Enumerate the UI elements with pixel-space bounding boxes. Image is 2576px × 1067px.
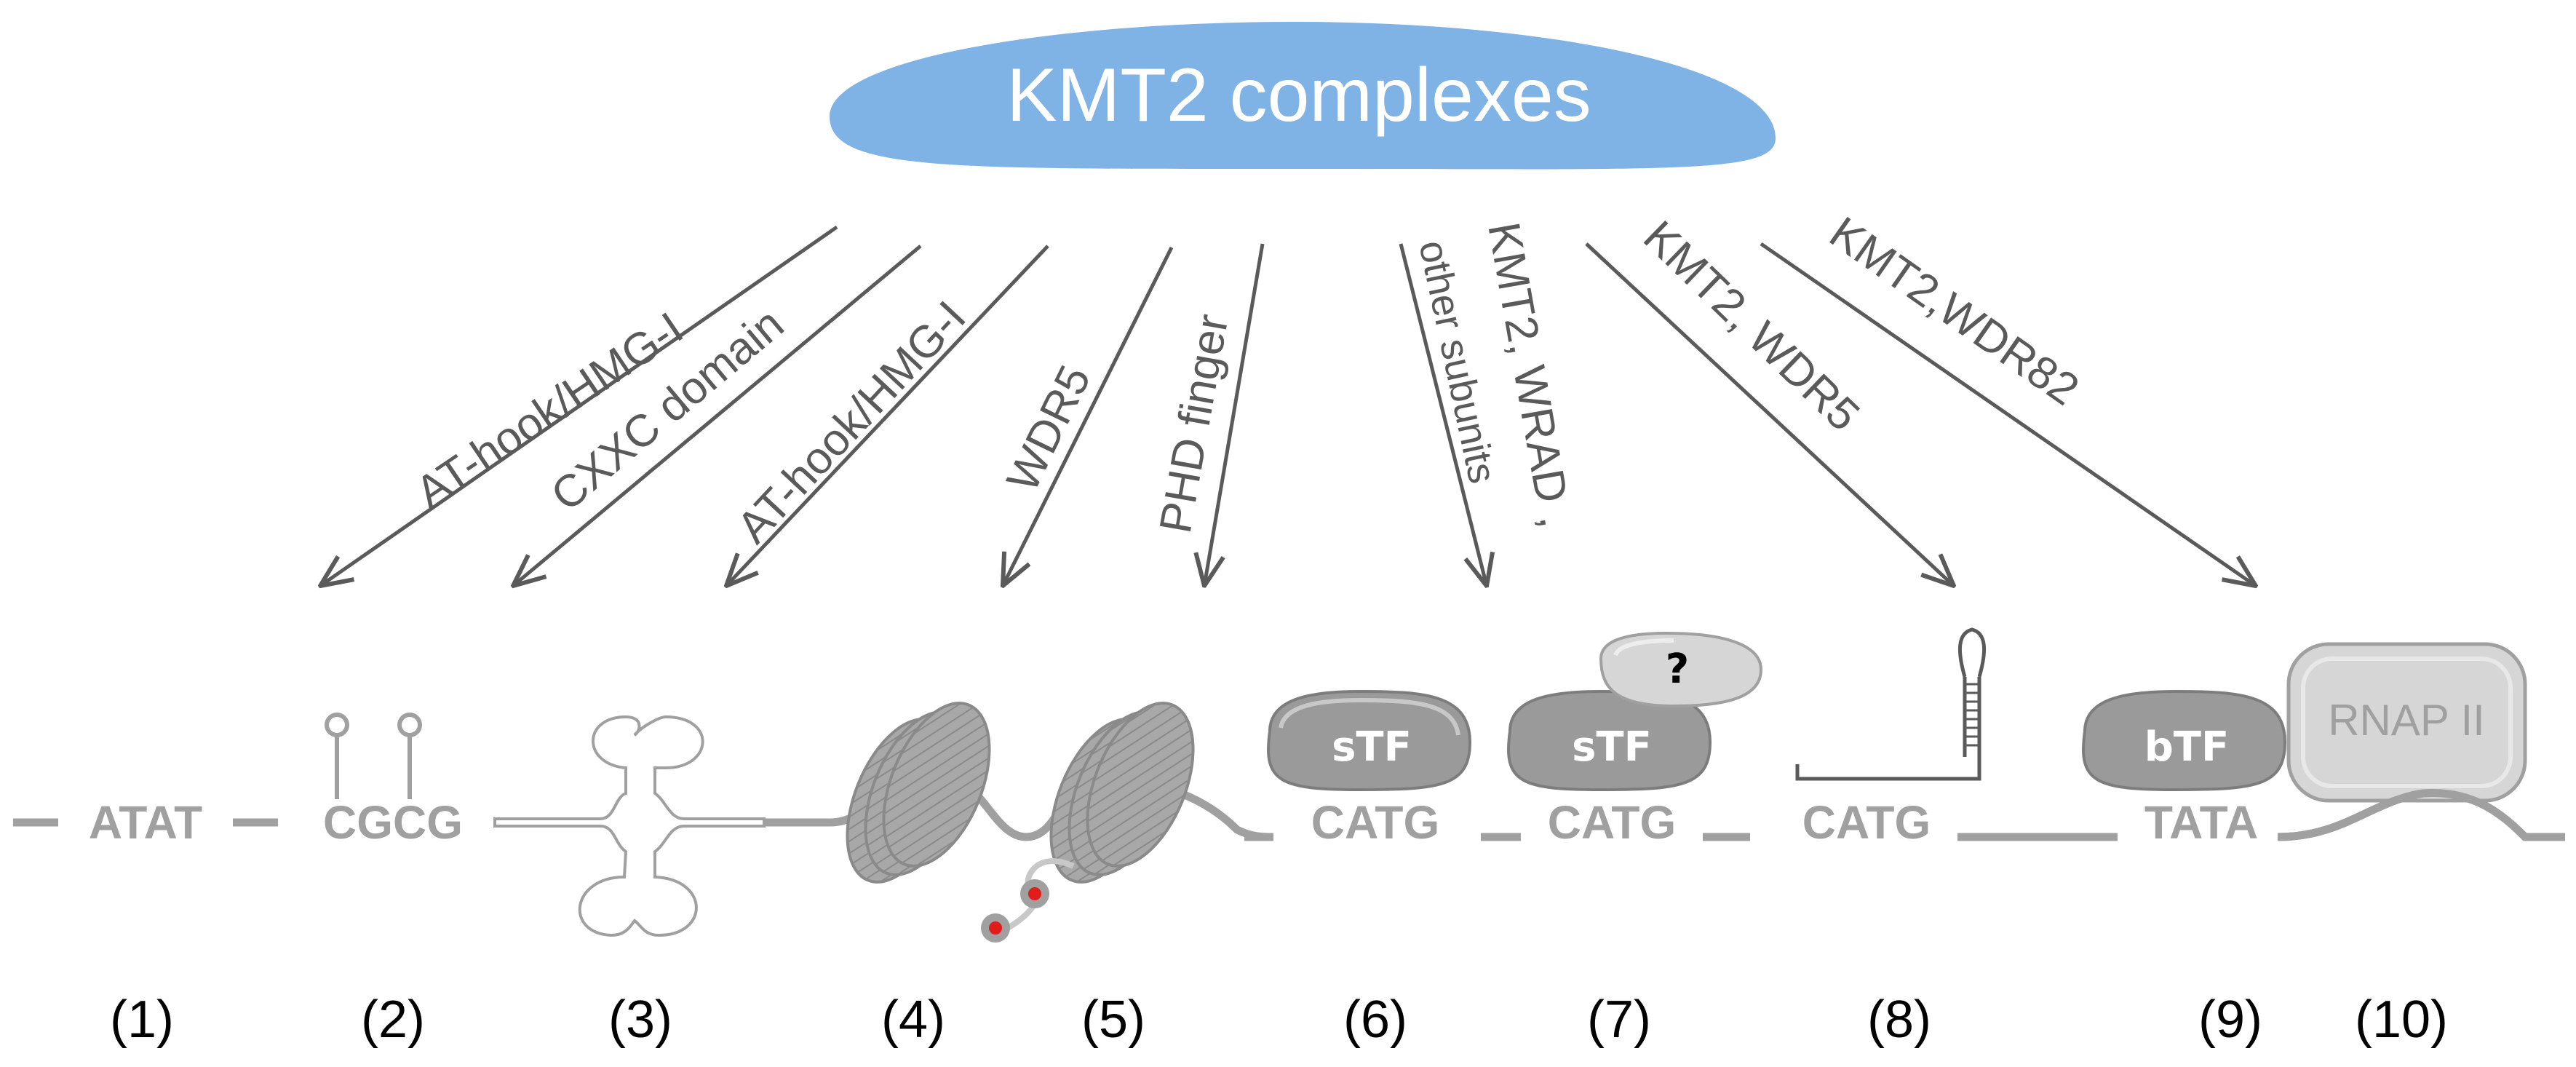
nucleosome-5: [1049, 702, 1195, 884]
arrow-6: [1399, 243, 1487, 586]
arrow-5: [1204, 243, 1265, 586]
arrow-7: [1585, 242, 1954, 586]
number-10: (10): [2355, 991, 2448, 1049]
number-5: (5): [1081, 991, 1145, 1049]
arrow-2: [513, 245, 922, 586]
histone-tail: [981, 858, 1075, 943]
arrow-8: [1760, 242, 2256, 586]
number-3: (3): [608, 991, 672, 1049]
seq-catg-6: CATG: [1311, 796, 1440, 849]
arrow-label-6a: KMT2, WRAD ,: [1478, 218, 1581, 531]
seq-catg-8: CATG: [1802, 796, 1931, 849]
number-9: (9): [2198, 991, 2262, 1049]
rnap-label: RNAP II: [2328, 696, 2485, 745]
btf-label: bTF: [2144, 723, 2230, 771]
seq-tata: TATA: [2144, 796, 2258, 849]
seq-catg-7: CATG: [1548, 796, 1677, 849]
number-7: (7): [1587, 991, 1651, 1049]
number-6: (6): [1343, 991, 1407, 1049]
rna-hairpin: [1795, 627, 1987, 781]
arrow-1: [320, 225, 838, 586]
arrow-labels: AT-hook/HMG-I CXXC domain AT-hook/HMG-I …: [407, 207, 2088, 553]
stf-7-label: sTF: [1572, 723, 1652, 771]
seq-cgcg: CGCG: [323, 796, 463, 849]
unknown-factor: ?: [1599, 631, 1763, 708]
nucleosome-4: [846, 702, 991, 884]
unknown-label: ?: [1666, 646, 1689, 693]
number-2: (2): [361, 991, 425, 1049]
stf-6-label: sTF: [1332, 723, 1412, 771]
seq-atat: ATAT: [89, 796, 202, 849]
kmt2-complex: KMT2 complexes: [830, 22, 1776, 170]
number-1: (1): [110, 991, 174, 1049]
stf-7: sTF: [1506, 689, 1712, 792]
arrows: [320, 225, 2256, 586]
cruciform-dna: [493, 715, 766, 937]
btf: bTF: [2081, 689, 2287, 792]
number-8: (8): [1867, 991, 1931, 1049]
complex-title: KMT2 complexes: [1006, 53, 1591, 138]
complex-ellipse: [830, 22, 1776, 170]
rnap-ii: RNAP II: [2286, 642, 2527, 803]
arrow-3: [726, 245, 1049, 586]
number-4: (4): [881, 991, 945, 1049]
stf-6: sTF: [1266, 689, 1472, 792]
cpg-site: CGCG: [323, 713, 463, 849]
arrow-label-5: PHD finger: [1150, 311, 1239, 537]
arrow-4: [1003, 246, 1174, 586]
site-numbers: (1) (2) (3) (4) (5) (6) (7) (8) (9) (10): [110, 991, 2448, 1049]
arrow-label-4: WDR5: [998, 358, 1101, 499]
